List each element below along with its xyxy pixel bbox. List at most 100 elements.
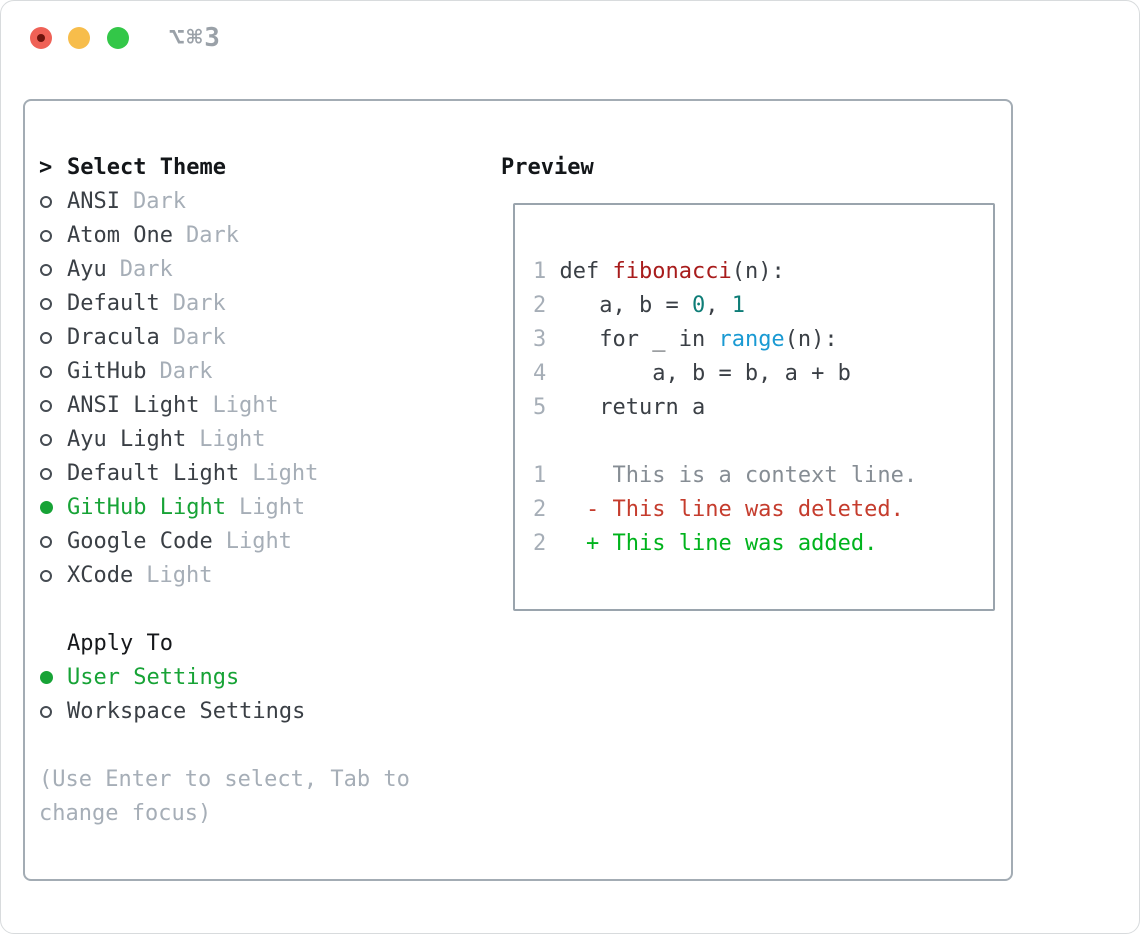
theme-option-variant: Light [225,529,292,554]
spacer [39,593,473,627]
theme-option-variant: Dark [172,325,226,350]
code-line-9: 2 + This line was added. [533,527,993,561]
radio-unselected-icon [39,185,67,219]
theme-option-variant: Dark [119,257,173,282]
radio-unselected-icon [39,253,67,287]
code-line-6 [533,425,993,459]
theme-option-default-light[interactable]: Default Light Light [39,457,473,491]
theme-option-variant: Light [238,495,306,520]
apply-option-name: Workspace Settings [67,699,306,724]
code-segment: + This line was added. [586,531,878,556]
theme-option-github-light[interactable]: GitHub Light Light [39,491,473,525]
preview-title: Preview [501,155,594,180]
code-segment: a, b = [599,293,692,318]
code-segment: (n): [784,327,838,352]
code-segment: , [705,293,732,318]
close-button[interactable] [30,27,52,49]
apply-option-name: User Settings [67,665,240,690]
preview-box: 1 def fibonacci(n): 2 a, b = 0, 1 3 for _ … [513,203,995,611]
minimize-button[interactable] [68,27,90,49]
theme-option-name: XCode [67,563,134,588]
theme-option-name: Default Light [67,461,240,486]
code-segment [546,259,559,284]
theme-option-variant: Light [146,563,213,588]
theme-option-google-code[interactable]: Google Code Light [39,525,473,559]
code-segment: - This line was deleted. [586,497,904,522]
theme-option-ansi[interactable]: ANSI Dark [39,185,473,219]
theme-option-dracula[interactable]: Dracula Dark [39,321,473,355]
code-segment [546,361,652,386]
apply-to-header: Apply To [39,627,473,661]
window-title: ⌥⌘3 [169,23,222,53]
line-number: 2 [533,531,547,556]
radio-unselected-icon [39,287,67,321]
theme-option-xcode[interactable]: XCode Light [39,559,473,593]
radio-unselected-icon [39,355,67,389]
code-segment: a, b = b, a + b [652,361,851,386]
theme-option-name: Ayu [67,257,107,282]
theme-option-name: GitHub Light [67,495,226,520]
theme-option-atom-one[interactable]: Atom One Dark [39,219,473,253]
line-number: 3 [533,327,547,352]
radio-selected-icon [39,491,67,525]
code-line-1: 1 def fibonacci(n): [533,255,993,289]
line-number: 1 [533,259,547,284]
theme-option-variant: Dark [159,359,213,384]
theme-option-name: GitHub [67,359,147,384]
theme-option-variant: Dark [172,291,226,316]
theme-option-variant: Dark [132,189,186,214]
line-number: 2 [533,497,547,522]
code-line-8: 2 - This line was deleted. [533,493,993,527]
radio-unselected-icon [39,525,67,559]
focus-caret-icon: > [39,155,53,180]
theme-option-github[interactable]: GitHub Dark [39,355,473,389]
radio-unselected-icon [39,321,67,355]
apply-option-workspace-settings[interactable]: Workspace Settings [39,695,473,729]
line-number: 1 [533,463,547,488]
theme-option-ayu[interactable]: Ayu Dark [39,253,473,287]
theme-list-title: Select Theme [67,155,226,180]
theme-list-header: > Select Theme [39,151,473,185]
preview-column: Preview 1 def fibonacci(n): 2 a, b = 0, 1… [501,151,995,611]
marker-blank [39,627,67,661]
radio-unselected-icon [39,457,67,491]
code-line-4: 4 a, b = b, a + b [533,357,993,391]
code-segment: def [559,259,613,284]
theme-option-name: Google Code [67,529,213,554]
code-segment: range [718,327,785,352]
code-segment [546,497,586,522]
zoom-button[interactable] [107,27,129,49]
code-segment: for _ in [599,327,719,352]
radio-unselected-icon [39,695,67,729]
radio-unselected-icon [39,559,67,593]
theme-option-name: Atom One [67,223,173,248]
theme-option-name: Dracula [67,325,160,350]
line-number: 5 [533,395,547,420]
code-segment [546,293,599,318]
apply-option-user-settings[interactable]: User Settings [39,661,473,695]
titlebar: ⌥⌘3 [1,1,1139,98]
code-segment: (n): [731,259,785,284]
theme-option-variant: Dark [185,223,239,248]
code-line-7: 1 This is a context line. [533,459,993,493]
theme-option-name: ANSI Light [67,393,200,418]
radio-unselected-icon [39,389,67,423]
theme-option-name: Ayu Light [67,427,187,452]
keyboard-hint: (Use Enter to select, Tab to change focu… [39,767,410,826]
theme-option-ayu-light[interactable]: Ayu Light Light [39,423,473,457]
code-segment [546,531,586,556]
code-segment [546,395,599,420]
code-segment: 0 [691,293,706,318]
theme-option-variant: Light [252,461,319,486]
code-segment: This is a context line. [612,463,918,488]
theme-option-name: ANSI [67,189,120,214]
theme-option-variant: Light [199,427,266,452]
code-segment: return a [599,395,706,420]
